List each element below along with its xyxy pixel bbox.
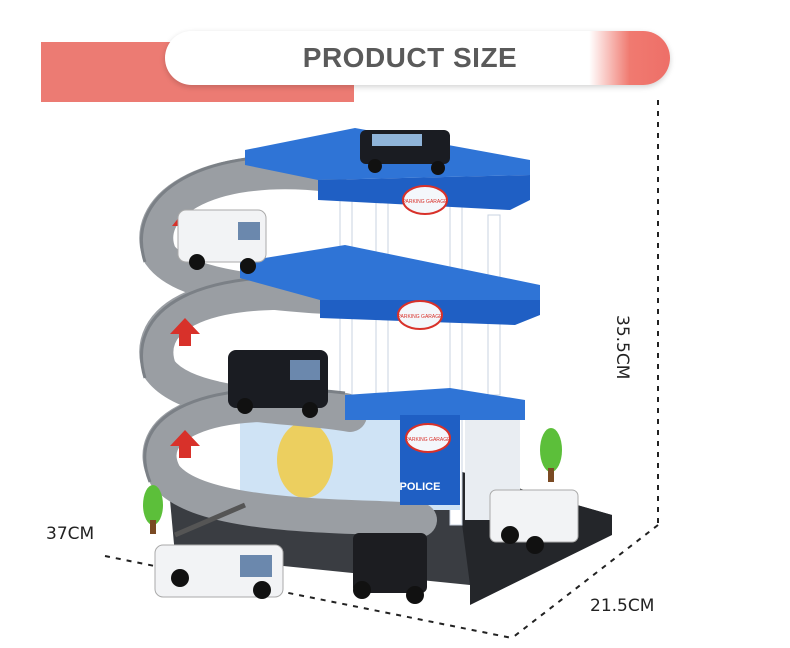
van-black (228, 350, 328, 418)
light-glow (277, 422, 333, 498)
tree-right (540, 428, 562, 482)
arrow-icon (170, 430, 200, 458)
parking-sign-middle: PARKING GARAGE (397, 300, 444, 330)
height-dimension-label: 35.5CM (612, 315, 632, 380)
depth-dimension-label: 21.5CM (590, 596, 655, 616)
fire-truck-white (154, 502, 284, 599)
police-sign: POLICE (400, 481, 441, 493)
car-top (360, 130, 450, 175)
banner-title: PRODUCT SIZE (302, 42, 518, 73)
jeep-black (353, 533, 427, 604)
depth-dimension-line (511, 524, 659, 639)
parking-sign-label: PARKING GARAGE (398, 314, 444, 320)
parking-sign-lower: PARKING GARAGE (405, 423, 452, 453)
tree-left (143, 485, 163, 534)
parking-sign-label: PARKING GARAGE (403, 199, 449, 205)
width-dimension-label: 37CM (46, 524, 95, 544)
parking-sign-top: PARKING GARAGE (402, 185, 449, 215)
banner-pill (165, 31, 670, 85)
truck-white (489, 489, 579, 554)
parking-sign-label: PARKING GARAGE (406, 437, 452, 443)
arrow-icon (170, 318, 200, 346)
van-white (177, 209, 267, 274)
